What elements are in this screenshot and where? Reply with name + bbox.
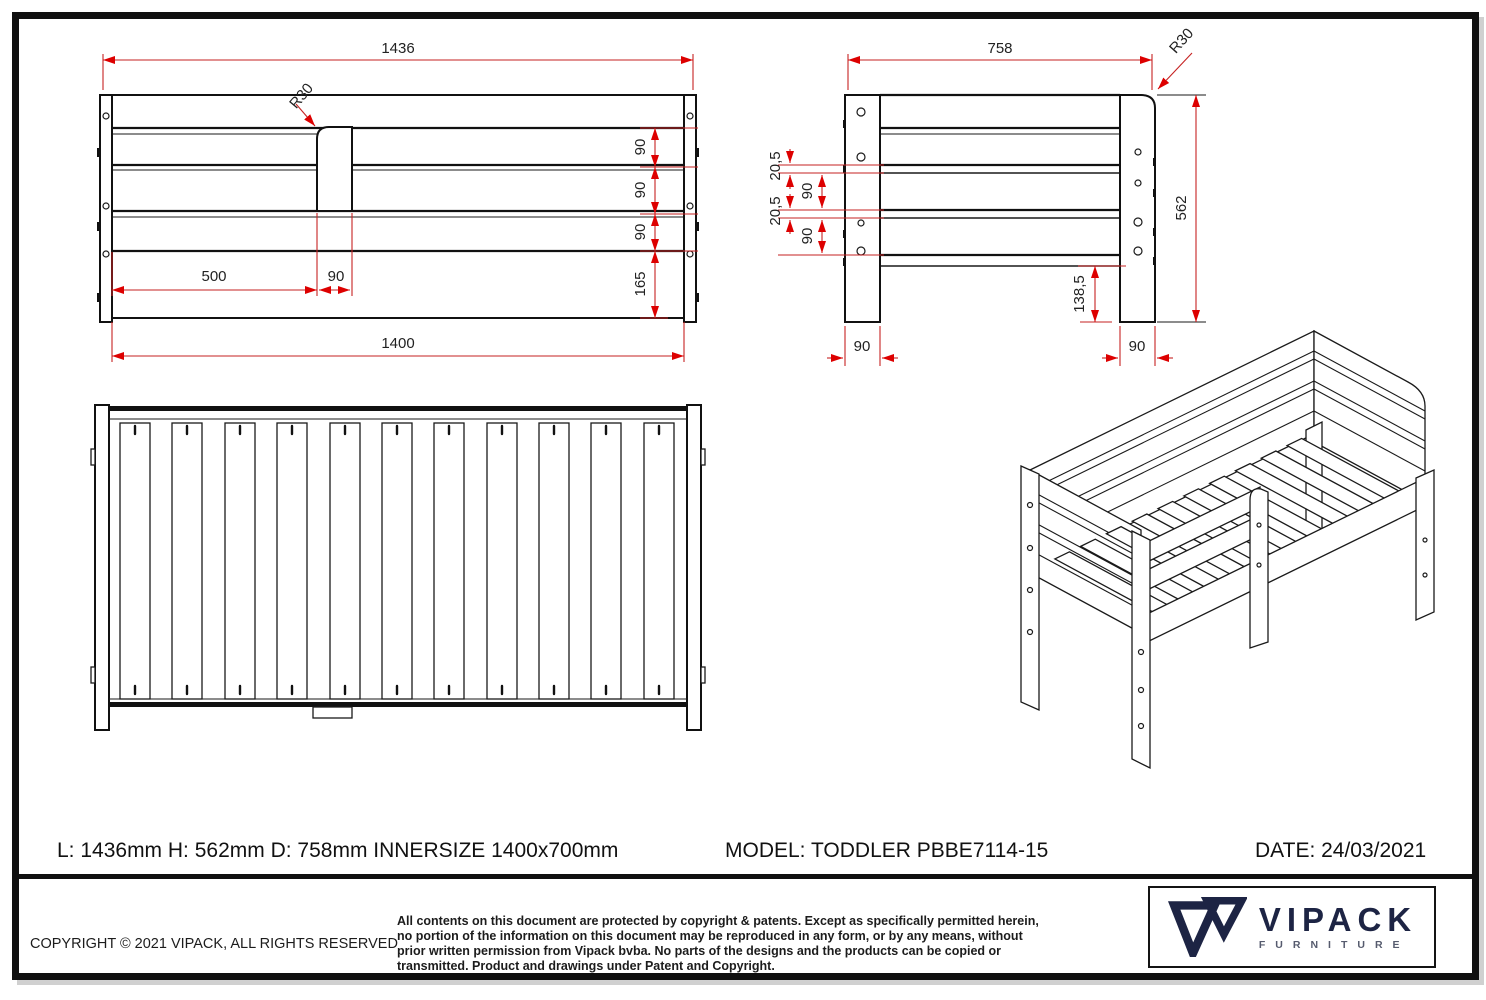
dim-front-board-1: 90 xyxy=(632,139,649,156)
iso-safety-post xyxy=(1249,488,1269,649)
dim-side-board-1: 90 xyxy=(799,183,816,200)
dim-front-leg-height: 165 xyxy=(632,271,649,296)
dim-side-front-leg-width: 90 xyxy=(854,338,871,355)
dim-side-corner-radius: R30 xyxy=(1166,25,1197,57)
dim-front-rail-post-width: 90 xyxy=(328,268,345,285)
top-view-left-post xyxy=(94,404,110,731)
top-view-right-post xyxy=(686,404,702,731)
dim-side-board-2: 90 xyxy=(799,228,816,245)
isometric-view xyxy=(1020,329,1435,770)
top-view-safety-post xyxy=(312,706,353,719)
overall-dimensions-label: L: 1436mm H: 562mm D: 758mm INNERSIZE 14… xyxy=(57,839,619,862)
dim-front-overall-width: 1436 xyxy=(381,40,414,57)
dim-side-overall-height: 562 xyxy=(1173,195,1190,220)
top-view-screws-foot xyxy=(133,684,661,696)
legal-line-1: All contents on this document are protec… xyxy=(397,914,1039,928)
side-back-leg xyxy=(1119,94,1156,323)
front-view: 1436 R30 90 90 90 165 500 90 xyxy=(97,40,699,362)
dim-front-board-2: 90 xyxy=(632,182,649,199)
dim-side-gap-1: 20,5 xyxy=(767,151,784,180)
front-body xyxy=(111,94,685,319)
front-safety-rail-post xyxy=(316,126,353,212)
top-view-foot-rail xyxy=(109,702,687,707)
dim-front-inner-length: 1400 xyxy=(381,335,414,352)
title-row: L: 1436mm H: 562mm D: 758mm INNERSIZE 14… xyxy=(19,826,1472,874)
dim-side-gap-2: 20,5 xyxy=(767,196,784,225)
top-view-screws-head xyxy=(133,424,661,436)
title-divider xyxy=(19,874,1472,879)
date-label: DATE: 24/03/2021 xyxy=(1255,839,1427,862)
dim-side-overall-depth: 758 xyxy=(987,40,1012,57)
vipack-logo-icon xyxy=(1167,897,1247,957)
model-label: MODEL: TODDLER PBBE7114-15 xyxy=(725,839,1049,862)
dim-front-rail-offset: 500 xyxy=(201,268,226,285)
legal-line-3: prior written permission from Vipack bvb… xyxy=(397,944,1002,958)
technical-drawing: 1436 R30 90 90 90 165 500 90 xyxy=(90,25,1435,770)
brand-text: VIPACK FURNITURE xyxy=(1258,900,1418,951)
iso-foot-front-leg xyxy=(1415,468,1435,622)
dim-side-back-leg-width: 90 xyxy=(1129,338,1146,355)
page-border xyxy=(12,12,1479,980)
side-front-leg xyxy=(844,94,881,323)
legal-line-2: no portion of the information on this do… xyxy=(397,929,1023,943)
side-view: 758 R30 20,5 90 20,5 90 562 xyxy=(767,25,1206,366)
top-view-head-rail xyxy=(109,406,687,411)
legal-line-4: transmitted. Product and drawings under … xyxy=(397,959,775,973)
dim-side-under-clearance: 138,5 xyxy=(1071,275,1088,313)
top-view-slats xyxy=(119,422,675,700)
top-view xyxy=(90,404,706,731)
legal-text: All contents on this document are protec… xyxy=(397,914,1077,974)
brand-name: VIPACK xyxy=(1258,900,1418,938)
copyright-notice: COPYRIGHT © 2021 VIPACK, ALL RIGHTS RESE… xyxy=(30,936,398,952)
brand-logo-box: VIPACK FURNITURE xyxy=(1148,886,1436,968)
brand-tagline: FURNITURE xyxy=(1258,938,1410,951)
dim-front-board-3: 90 xyxy=(632,224,649,241)
